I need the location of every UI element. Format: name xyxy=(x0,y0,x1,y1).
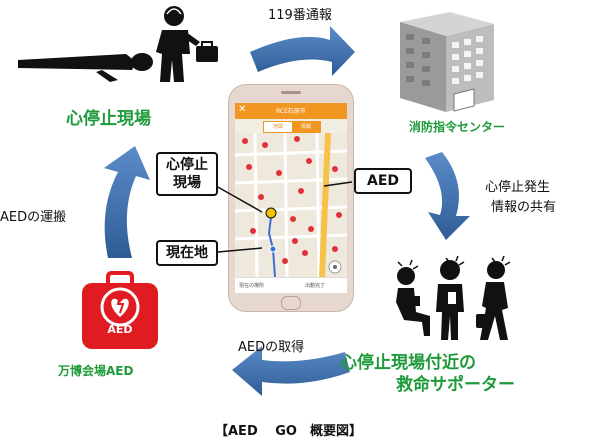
arrow-info-share xyxy=(425,152,470,240)
label-aed-acquire: AEDの取得 xyxy=(238,340,305,355)
smartphone: ✕ RCE石原市 地図 情報 xyxy=(228,84,354,312)
phone-home-button xyxy=(281,296,301,310)
label-info-share-1: 心停止発生 xyxy=(485,180,551,195)
arrow-call-119 xyxy=(250,26,355,76)
map-view[interactable] xyxy=(235,133,347,277)
label-supporters-1: 心停止現場付近の xyxy=(340,353,476,373)
close-icon[interactable]: ✕ xyxy=(238,104,247,115)
app-header: ✕ RCE石原市 xyxy=(235,103,347,119)
callout-cardiac-site-line1: 心停止 xyxy=(166,157,208,173)
callout-cardiac-site-line2: 現場 xyxy=(173,175,201,191)
tab-map[interactable]: 地図 xyxy=(264,122,292,132)
label-aed-transport: AEDの運搬 xyxy=(0,210,67,225)
bottom-left-button[interactable]: 現在の場所 xyxy=(239,283,265,289)
label-call-119: 119番通報 xyxy=(268,8,332,23)
label-supporters-2: 救命サポーター xyxy=(396,375,515,395)
phone-speaker xyxy=(281,91,301,94)
aed-bag-icon: AED xyxy=(80,271,160,351)
supporters-group-icon xyxy=(396,256,511,340)
phone-screen: ✕ RCE石原市 地図 情報 xyxy=(235,103,347,293)
label-expo-aed: 万博会場AED xyxy=(58,364,134,378)
app-header-title: RCE石原市 xyxy=(276,108,306,115)
diagram-caption: 【AED GO 概要図】 xyxy=(215,424,362,439)
tab-info[interactable]: 情報 xyxy=(292,122,320,132)
fire-center-building-icon xyxy=(400,12,494,112)
app-bottom-bar: 現在の場所 出動完了 xyxy=(235,277,347,293)
arrow-aed-acquire xyxy=(232,346,350,396)
label-cardiac-arrest-site: 心停止現場 xyxy=(66,109,151,129)
callout-cardiac-site: 心停止 現場 xyxy=(156,152,218,196)
label-info-share-2: 情報の共有 xyxy=(491,200,557,215)
aed-bag-label: AED xyxy=(107,323,133,336)
collapsed-person-and-caller-icon xyxy=(18,6,218,82)
callout-aed: AED xyxy=(354,168,412,194)
arrow-aed-transport xyxy=(104,146,150,258)
app-tabs: 地図 情報 xyxy=(263,121,321,133)
label-fire-center: 消防指令センター xyxy=(409,120,506,134)
callout-current-location: 現在地 xyxy=(156,240,218,266)
bottom-right-button[interactable]: 出動完了 xyxy=(305,283,326,289)
